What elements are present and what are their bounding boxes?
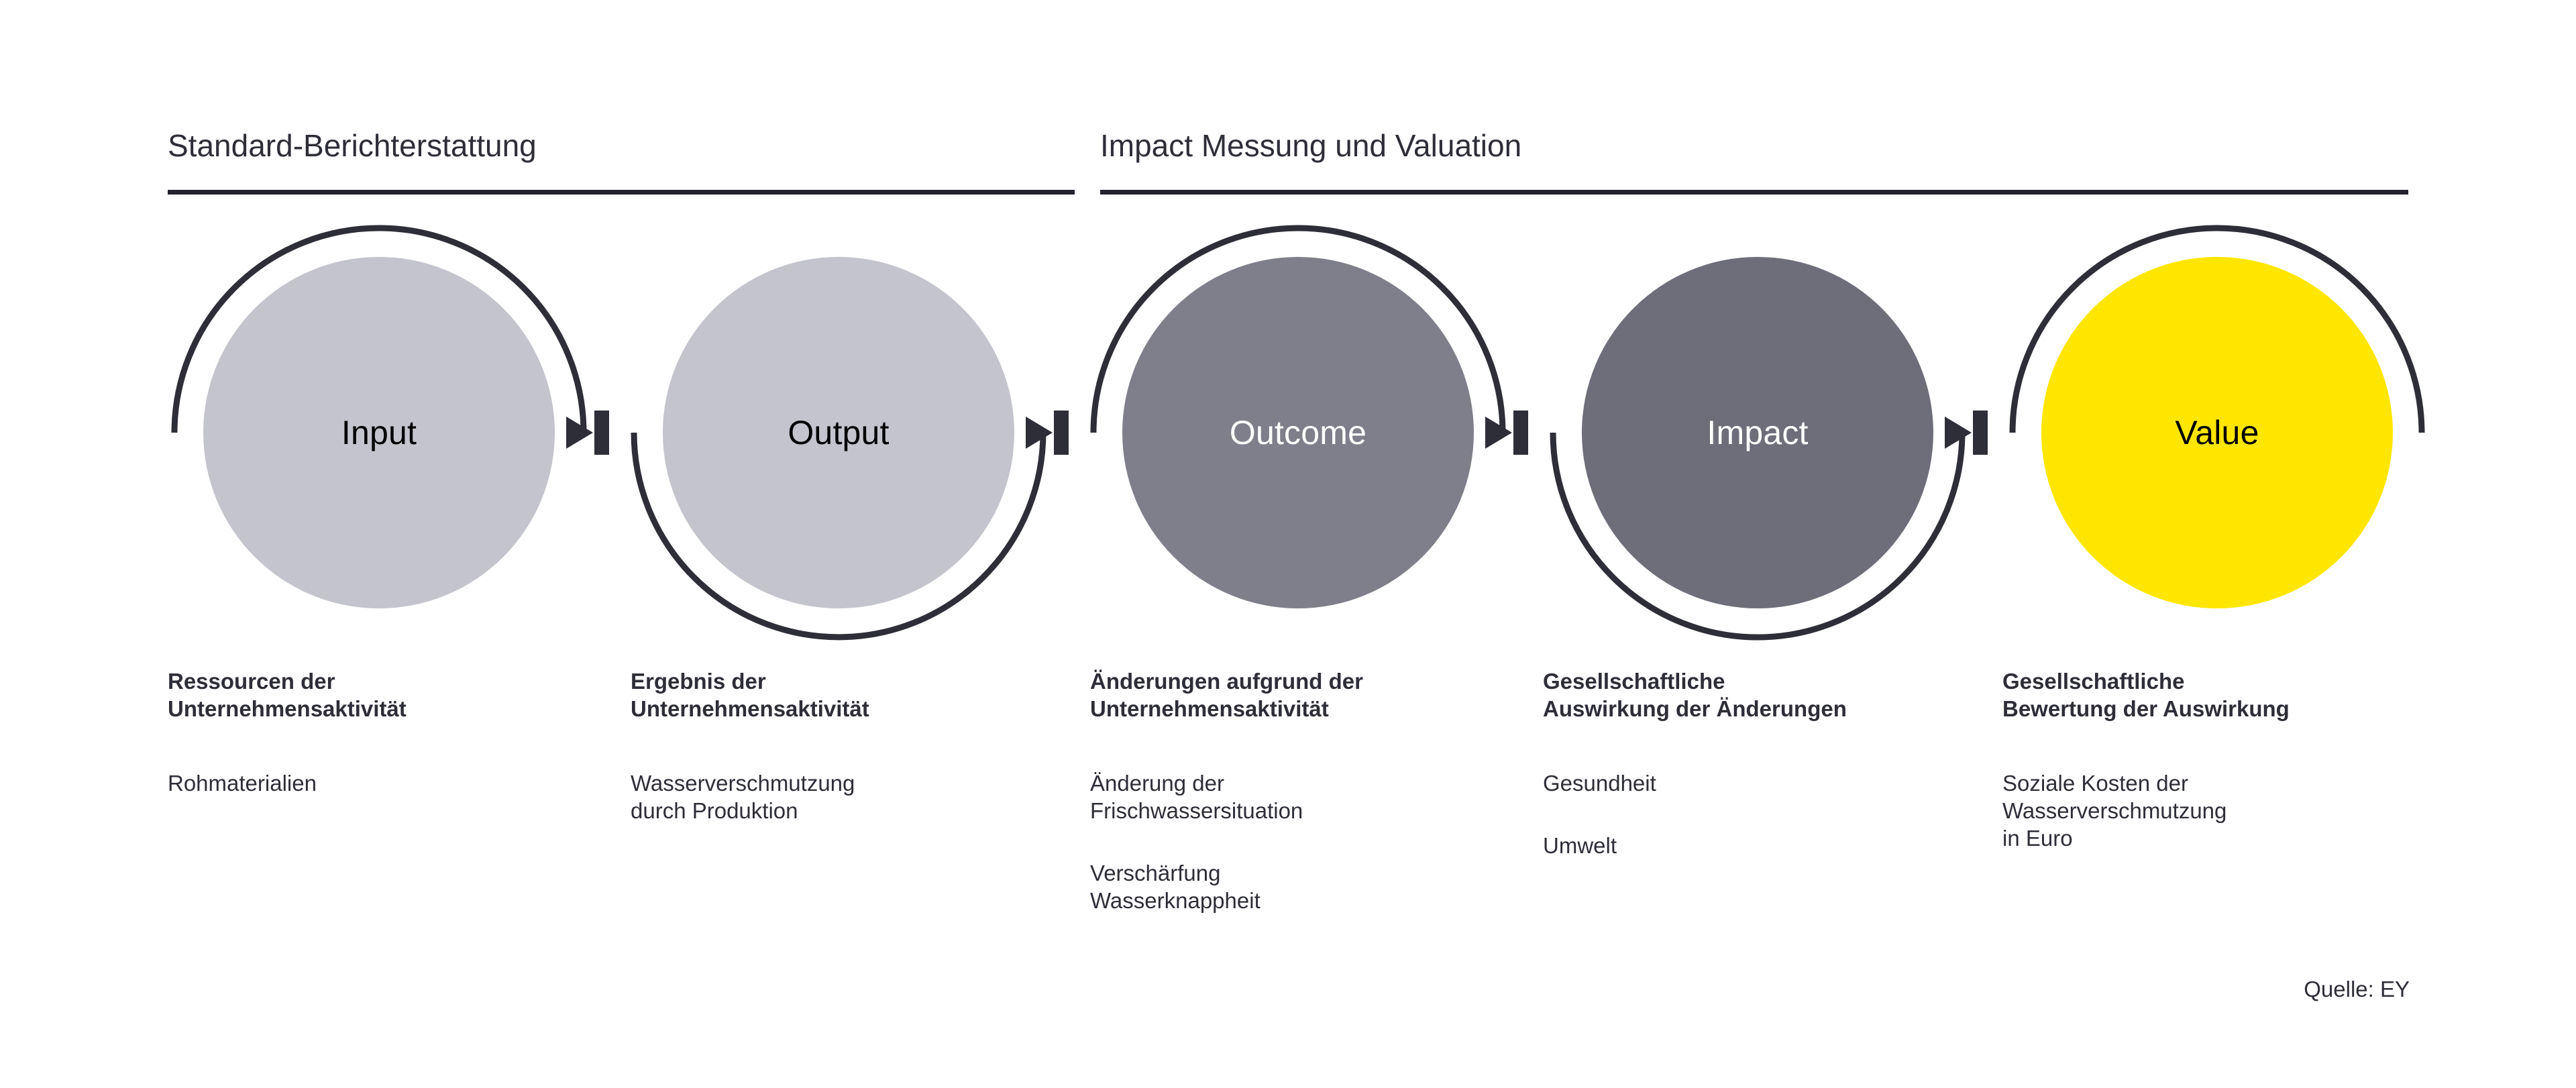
caption-title: Ressourcen der Unternehmensaktivität xyxy=(168,669,407,721)
arrow-head xyxy=(1026,417,1053,449)
section-header-standard: Standard-Berichterstattung xyxy=(168,126,1075,195)
caption-item: Rohmaterialien xyxy=(168,771,317,796)
flow-arrow-4 xyxy=(1945,411,1988,455)
section-title-impact: Impact Messung und Valuation xyxy=(1100,128,1522,163)
flow-node-label: Outcome xyxy=(1229,414,1367,451)
flow-node-label: Value xyxy=(2175,414,2259,451)
flow-node-label: Impact xyxy=(1707,414,1809,451)
caption-title: Gesellschaftliche Auswirkung der Änderun… xyxy=(1543,669,1847,721)
flow-arrow-3 xyxy=(1485,411,1528,455)
section-header-impact: Impact Messung und Valuation xyxy=(1100,126,2408,195)
arrow-target-bar xyxy=(1973,411,1988,455)
caption-item: Gesundheit xyxy=(1543,771,1656,796)
caption-column-input: Ressourcen der Unternehmensaktivität Roh… xyxy=(168,667,597,797)
caption-column-value: Gesellschaftliche Bewertung der Auswirku… xyxy=(2002,667,2432,852)
caption-column-output: Ergebnis der Unternehmensaktivität Wasse… xyxy=(631,667,1060,824)
section-rule-standard xyxy=(168,190,1075,195)
flow-node-impact[interactable]: Impact xyxy=(1582,257,1933,608)
flow-node-output[interactable]: Output xyxy=(663,257,1014,608)
section-rule-impact xyxy=(1100,190,2408,195)
caption-column-outcome: Änderungen aufgrund der Unternehmensakti… xyxy=(1090,667,1519,914)
flow-arrow-1 xyxy=(566,411,609,455)
section-title-standard: Standard-Berichterstattung xyxy=(168,128,537,163)
caption-title: Änderungen aufgrund der Unternehmensakti… xyxy=(1090,669,1363,721)
caption-column-impact: Gesellschaftliche Auswirkung der Änderun… xyxy=(1543,667,1979,859)
caption-item: Wasserverschmutzung durch Produktion xyxy=(631,771,855,823)
flow-node-label: Input xyxy=(341,414,417,451)
flow-node-input[interactable]: Input xyxy=(203,257,555,608)
source-note: Quelle: EY xyxy=(2304,977,2410,1001)
arrow-head xyxy=(1945,417,1972,449)
flow-node-value[interactable]: Value xyxy=(2041,257,2393,608)
flow-arrow-2 xyxy=(1026,411,1069,455)
caption-item: Umwelt xyxy=(1543,833,1617,858)
arrow-target-bar xyxy=(1054,411,1069,455)
flow-node-label: Output xyxy=(788,414,890,451)
arrow-head xyxy=(566,417,593,449)
arrow-head xyxy=(1485,417,1512,449)
caption-item: Verschärfung Wasserknappheit xyxy=(1090,861,1260,913)
caption-title: Gesellschaftliche Bewertung der Auswirku… xyxy=(2002,669,2290,721)
caption-title: Ergebnis der Unternehmensaktivität xyxy=(631,669,869,721)
flow-node-outcome[interactable]: Outcome xyxy=(1122,257,1474,608)
caption-item: Änderung der Frischwassersituation xyxy=(1090,771,1303,823)
caption-item: Soziale Kosten der Wasserverschmutzung i… xyxy=(2002,771,2227,851)
arrow-target-bar xyxy=(1513,411,1528,455)
arrow-target-bar xyxy=(594,411,609,455)
